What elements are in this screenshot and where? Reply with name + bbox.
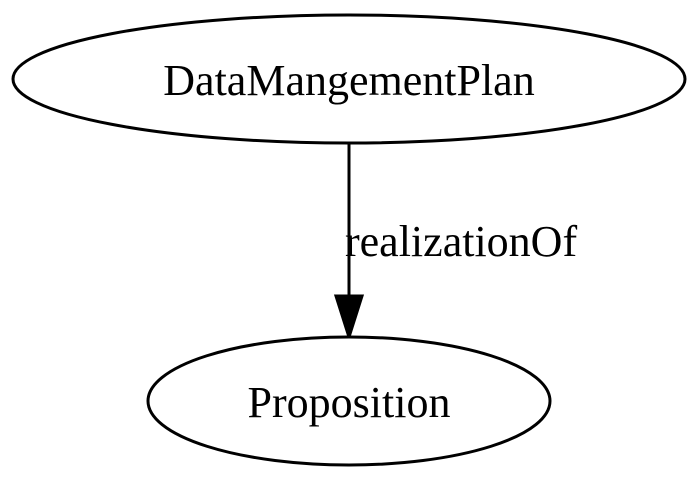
node-proposition-ellipse [146, 335, 552, 467]
edge-realization-of-label: realizationOf [345, 217, 577, 266]
node-proposition: Proposition [146, 335, 552, 467]
node-data-management-plan: DataMangementPlan [11, 13, 687, 145]
node-data-management-plan-ellipse [11, 13, 687, 145]
edge-realization-of-arrowhead [333, 294, 365, 342]
node-proposition-label: Proposition [248, 378, 451, 427]
edge-realization-of: realizationOf [333, 144, 577, 342]
node-data-management-plan-label: DataMangementPlan [163, 56, 534, 105]
